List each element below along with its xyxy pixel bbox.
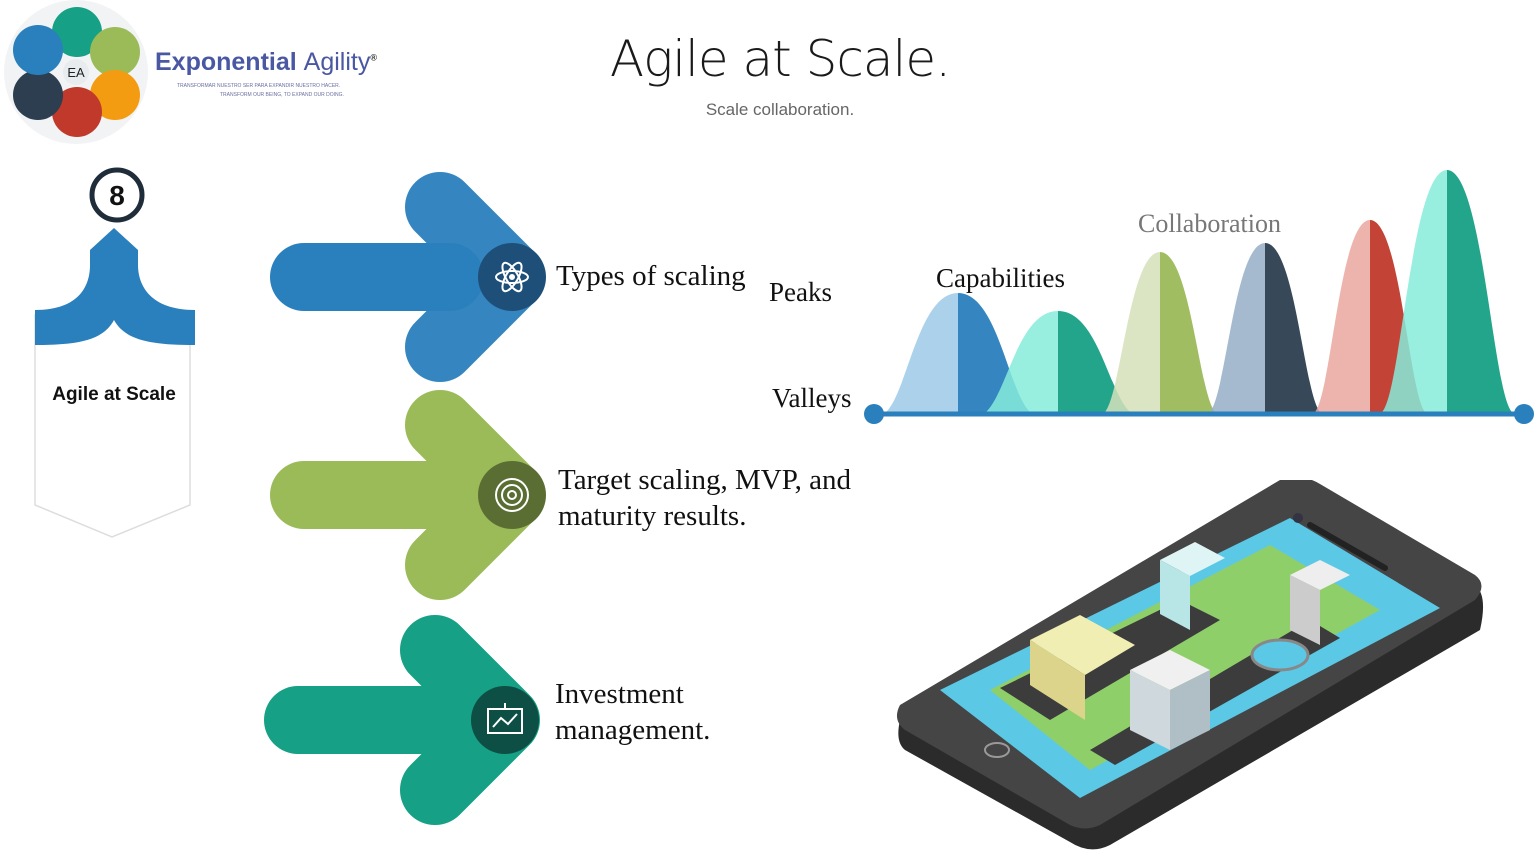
label-line: management. bbox=[555, 714, 711, 746]
peak-6 bbox=[1447, 170, 1512, 412]
peak-2 bbox=[1058, 311, 1130, 412]
chart-board-icon bbox=[487, 703, 523, 734]
logo-monogram: EA bbox=[67, 65, 85, 80]
tagline-es: TRANSFORMAR NUESTRO SER PARA EXPANDIR NU… bbox=[177, 83, 341, 89]
arrow-target-scaling bbox=[270, 390, 546, 600]
collaboration-label: Collaboration bbox=[1138, 209, 1281, 238]
valleys-label: Valleys bbox=[772, 383, 852, 413]
tagline-en: TRANSFORM OUR BEING, TO EXPAND OUR DOING… bbox=[220, 92, 344, 98]
capabilities-label: Capabilities bbox=[936, 263, 1065, 293]
peak-2 bbox=[986, 311, 1058, 412]
peak-1 bbox=[886, 293, 958, 412]
page-subtitle: Scale collaboration. bbox=[705, 100, 855, 119]
smartphone-city-illustration bbox=[896, 480, 1484, 850]
peak-4 bbox=[1265, 243, 1320, 412]
badge-label: Agile at Scale bbox=[52, 384, 176, 405]
axis-endpoint bbox=[1514, 404, 1534, 424]
logo-emblem: EA bbox=[4, 0, 148, 144]
peak-3 bbox=[1105, 252, 1160, 412]
peak-6 bbox=[1382, 170, 1447, 412]
arrow-types-of-scaling bbox=[270, 172, 546, 382]
label-line: maturity results. bbox=[558, 500, 747, 532]
peak-5 bbox=[1315, 220, 1370, 412]
arrow-investment-management bbox=[264, 615, 540, 825]
item-label-target-scaling: Target scaling, MVP, and maturity results… bbox=[558, 462, 851, 534]
peaks-label: Peaks bbox=[769, 277, 832, 307]
peak-4 bbox=[1210, 243, 1265, 412]
item-label-types-of-scaling: Types of scaling bbox=[556, 260, 746, 292]
arrow-list bbox=[264, 172, 546, 825]
atom-icon bbox=[495, 261, 529, 293]
target-icon bbox=[495, 478, 529, 512]
label-line: Target scaling, MVP, and bbox=[558, 464, 852, 496]
registered-mark: ® bbox=[370, 52, 377, 63]
brand-bold: Exponential bbox=[155, 48, 297, 76]
axis-endpoint bbox=[864, 404, 884, 424]
brand-light: Agility bbox=[303, 48, 371, 76]
page-title: Agile at Scale. bbox=[609, 30, 951, 88]
brand-name: Exponential Agility® bbox=[155, 48, 377, 77]
badge-number: 8 bbox=[109, 180, 125, 211]
item-label-investment: Investment management. bbox=[555, 676, 710, 748]
section-badge: 8 Agile at Scale bbox=[34, 167, 195, 538]
peak-3 bbox=[1160, 252, 1215, 412]
label-line: Investment bbox=[555, 678, 684, 710]
